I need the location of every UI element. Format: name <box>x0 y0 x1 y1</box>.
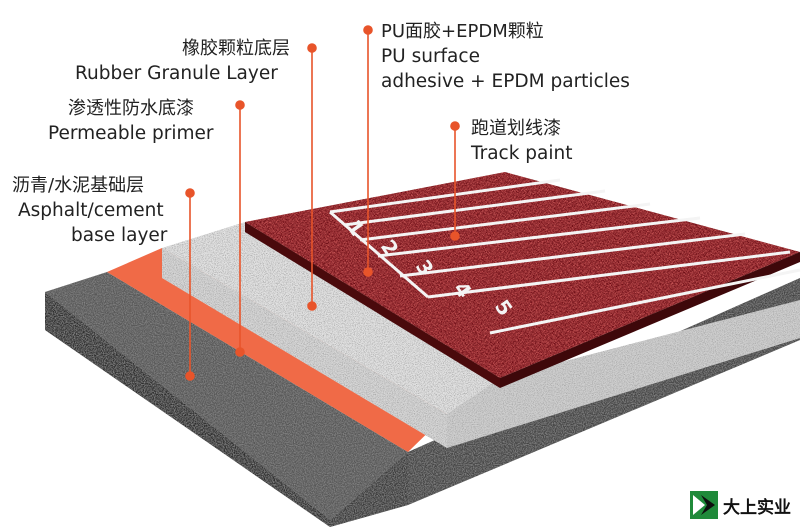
label-rubber-granule: 橡胶颗粒底层 Rubber Granule Layer <box>75 36 290 86</box>
brand-name: 大上实业 <box>723 497 791 518</box>
label-rubber-granule-en: Rubber Granule Layer <box>75 63 278 84</box>
brand-mark-icon <box>690 491 718 519</box>
label-pu-surface: PU面胶+EPDM颗粒 PU surface adhesive + EPDM p… <box>381 19 630 94</box>
label-pu-surface-cn: PU面胶+EPDM颗粒 <box>381 21 544 42</box>
primer-layer <box>107 248 447 452</box>
label-rubber-granule-cn: 橡胶颗粒底层 <box>182 38 290 59</box>
label-base-layer-cn: 沥青/水泥基础层 <box>12 175 145 196</box>
label-base-layer-en-2: base layer <box>71 225 168 246</box>
label-pu-surface-en-1: PU surface <box>381 46 480 67</box>
leader-lines <box>185 25 460 381</box>
label-base-layer-en-1: Asphalt/cement <box>18 200 164 221</box>
rubber-granule-layer <box>162 222 800 448</box>
label-track-paint-en: Track paint <box>471 143 573 164</box>
label-primer-cn: 渗透性防水底漆 <box>68 98 194 119</box>
label-primer: 渗透性防水底漆 Permeable primer <box>48 96 214 146</box>
brand-logo: 大上实业 <box>690 490 791 520</box>
label-track-paint: 跑道划线漆 Track paint <box>471 116 573 166</box>
label-track-paint-cn: 跑道划线漆 <box>471 118 561 139</box>
label-pu-surface-en-2: adhesive + EPDM particles <box>381 71 630 92</box>
track-lane-lines <box>329 178 801 335</box>
label-base-layer: 沥青/水泥基础层 Asphalt/cement base layer <box>12 173 167 248</box>
label-primer-en: Permeable primer <box>48 123 214 144</box>
